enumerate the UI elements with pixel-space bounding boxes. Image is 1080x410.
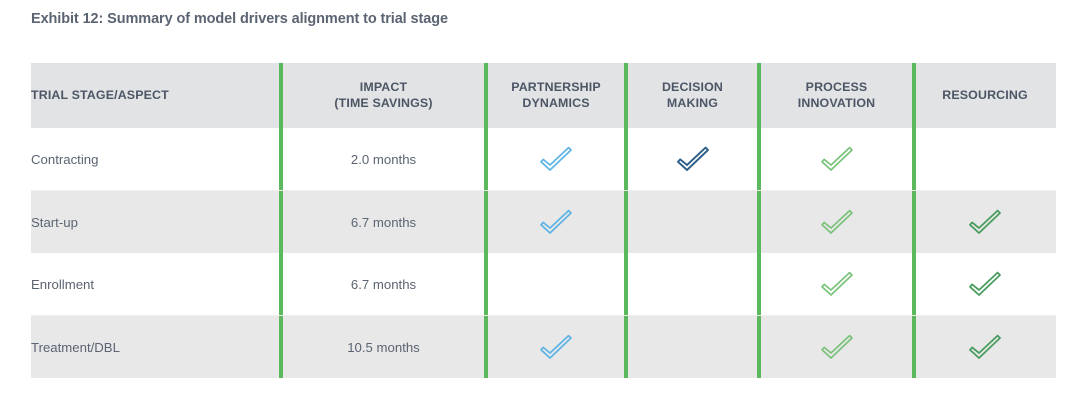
cell-impact: 6.7 months [279,253,486,316]
empty-cell [968,144,1002,174]
check-green-light-icon [820,334,853,359]
cell-decision-making [624,128,759,191]
check-slot [486,316,626,378]
column-header-trial-stage: TRIAL STAGE/ASPECT [31,87,169,102]
check-blue-icon [540,146,572,171]
check-slot [486,128,626,190]
column-header-partnership-line1: PARTNERSHIP [511,79,601,94]
cell-resourcing [912,253,1056,316]
page-title: Exhibit 12: Summary of model drivers ali… [31,11,448,27]
cell-partnership-dynamics [484,253,626,316]
cell-impact: 2.0 months [279,128,486,191]
check-green-dark-icon [969,334,1001,359]
check-green-light-icon [820,146,853,171]
table-row: Start-up 6.7 months [31,190,1056,254]
cell-decision-making [624,253,759,316]
cell-impact: 6.7 months [279,190,486,254]
column-header-partnership-dynamics: PARTNERSHIP DYNAMICS [484,63,626,129]
empty-cell [676,207,710,237]
empty-cell [676,269,710,299]
check-blue-icon [540,209,572,234]
cell-trial-stage: Treatment/DBL [31,339,120,355]
cell-decision-making [624,190,759,254]
check-slot [914,316,1056,378]
check-slot-empty [626,316,759,378]
column-header-impact: IMPACT (TIME SAVINGS) [279,63,486,129]
empty-cell [539,269,573,299]
cell-resourcing [912,315,1056,379]
empty-cell [676,332,710,362]
check-green-dark-icon [969,271,1001,296]
check-slot [914,253,1056,315]
cell-partnership-dynamics [484,190,626,254]
check-slot [914,191,1056,253]
table-body: Contracting 2.0 months [31,128,1056,378]
cell-partnership-dynamics [484,315,626,379]
column-header-process-line2: INNOVATION [797,95,876,110]
model-drivers-table: TRIAL STAGE/ASPECT IMPACT (TIME SAVINGS)… [31,63,1056,378]
check-slot [486,191,626,253]
cell-resourcing [912,190,1056,254]
header-row: TRIAL STAGE/ASPECT IMPACT (TIME SAVINGS)… [31,63,1056,129]
cell-resourcing [912,128,1056,191]
check-slot-empty [486,253,626,315]
column-header-process-innovation: PROCESS INNOVATION [757,63,914,129]
check-navy-icon [676,146,709,171]
check-slot-empty [914,128,1056,190]
cell-partnership-dynamics [484,128,626,191]
column-header-impact-line2: (TIME SAVINGS) [334,95,433,110]
check-slot-empty [626,191,759,253]
column-header-decision-line1: DECISION [661,79,724,94]
check-slot [759,191,914,253]
check-slot [759,316,914,378]
cell-impact: 10.5 months [279,315,486,379]
cell-decision-making [624,315,759,379]
check-slot [759,128,914,190]
cell-trial-stage: Start-up [31,214,78,230]
check-green-light-icon [820,271,853,296]
column-header-resourcing: RESOURCING [912,63,1056,129]
check-slot [626,128,759,190]
column-header-impact-line1: IMPACT [359,79,408,94]
check-green-dark-icon [969,209,1001,234]
table-header: TRIAL STAGE/ASPECT IMPACT (TIME SAVINGS)… [31,63,1056,129]
cell-trial-stage: Contracting [31,128,281,191]
cell-process-innovation [757,190,914,254]
cell-process-innovation [757,253,914,316]
column-header-decision-making: DECISION MAKING [624,63,759,129]
column-header-partnership-line2: DYNAMICS [522,95,590,110]
cell-process-innovation [757,128,914,191]
table-row: Contracting 2.0 months [31,128,1056,191]
cell-trial-stage: Enrollment [31,253,281,316]
check-slot-empty [626,253,759,315]
column-header-decision-line2: MAKING [666,95,719,110]
column-header-process-line1: PROCESS [805,79,868,94]
check-blue-icon [540,334,572,359]
table-row: Treatment/DBL 10.5 months [31,315,1056,379]
check-slot [759,253,914,315]
table-row: Enrollment 6.7 months [31,253,1056,316]
cell-process-innovation [757,315,914,379]
check-green-light-icon [820,209,853,234]
